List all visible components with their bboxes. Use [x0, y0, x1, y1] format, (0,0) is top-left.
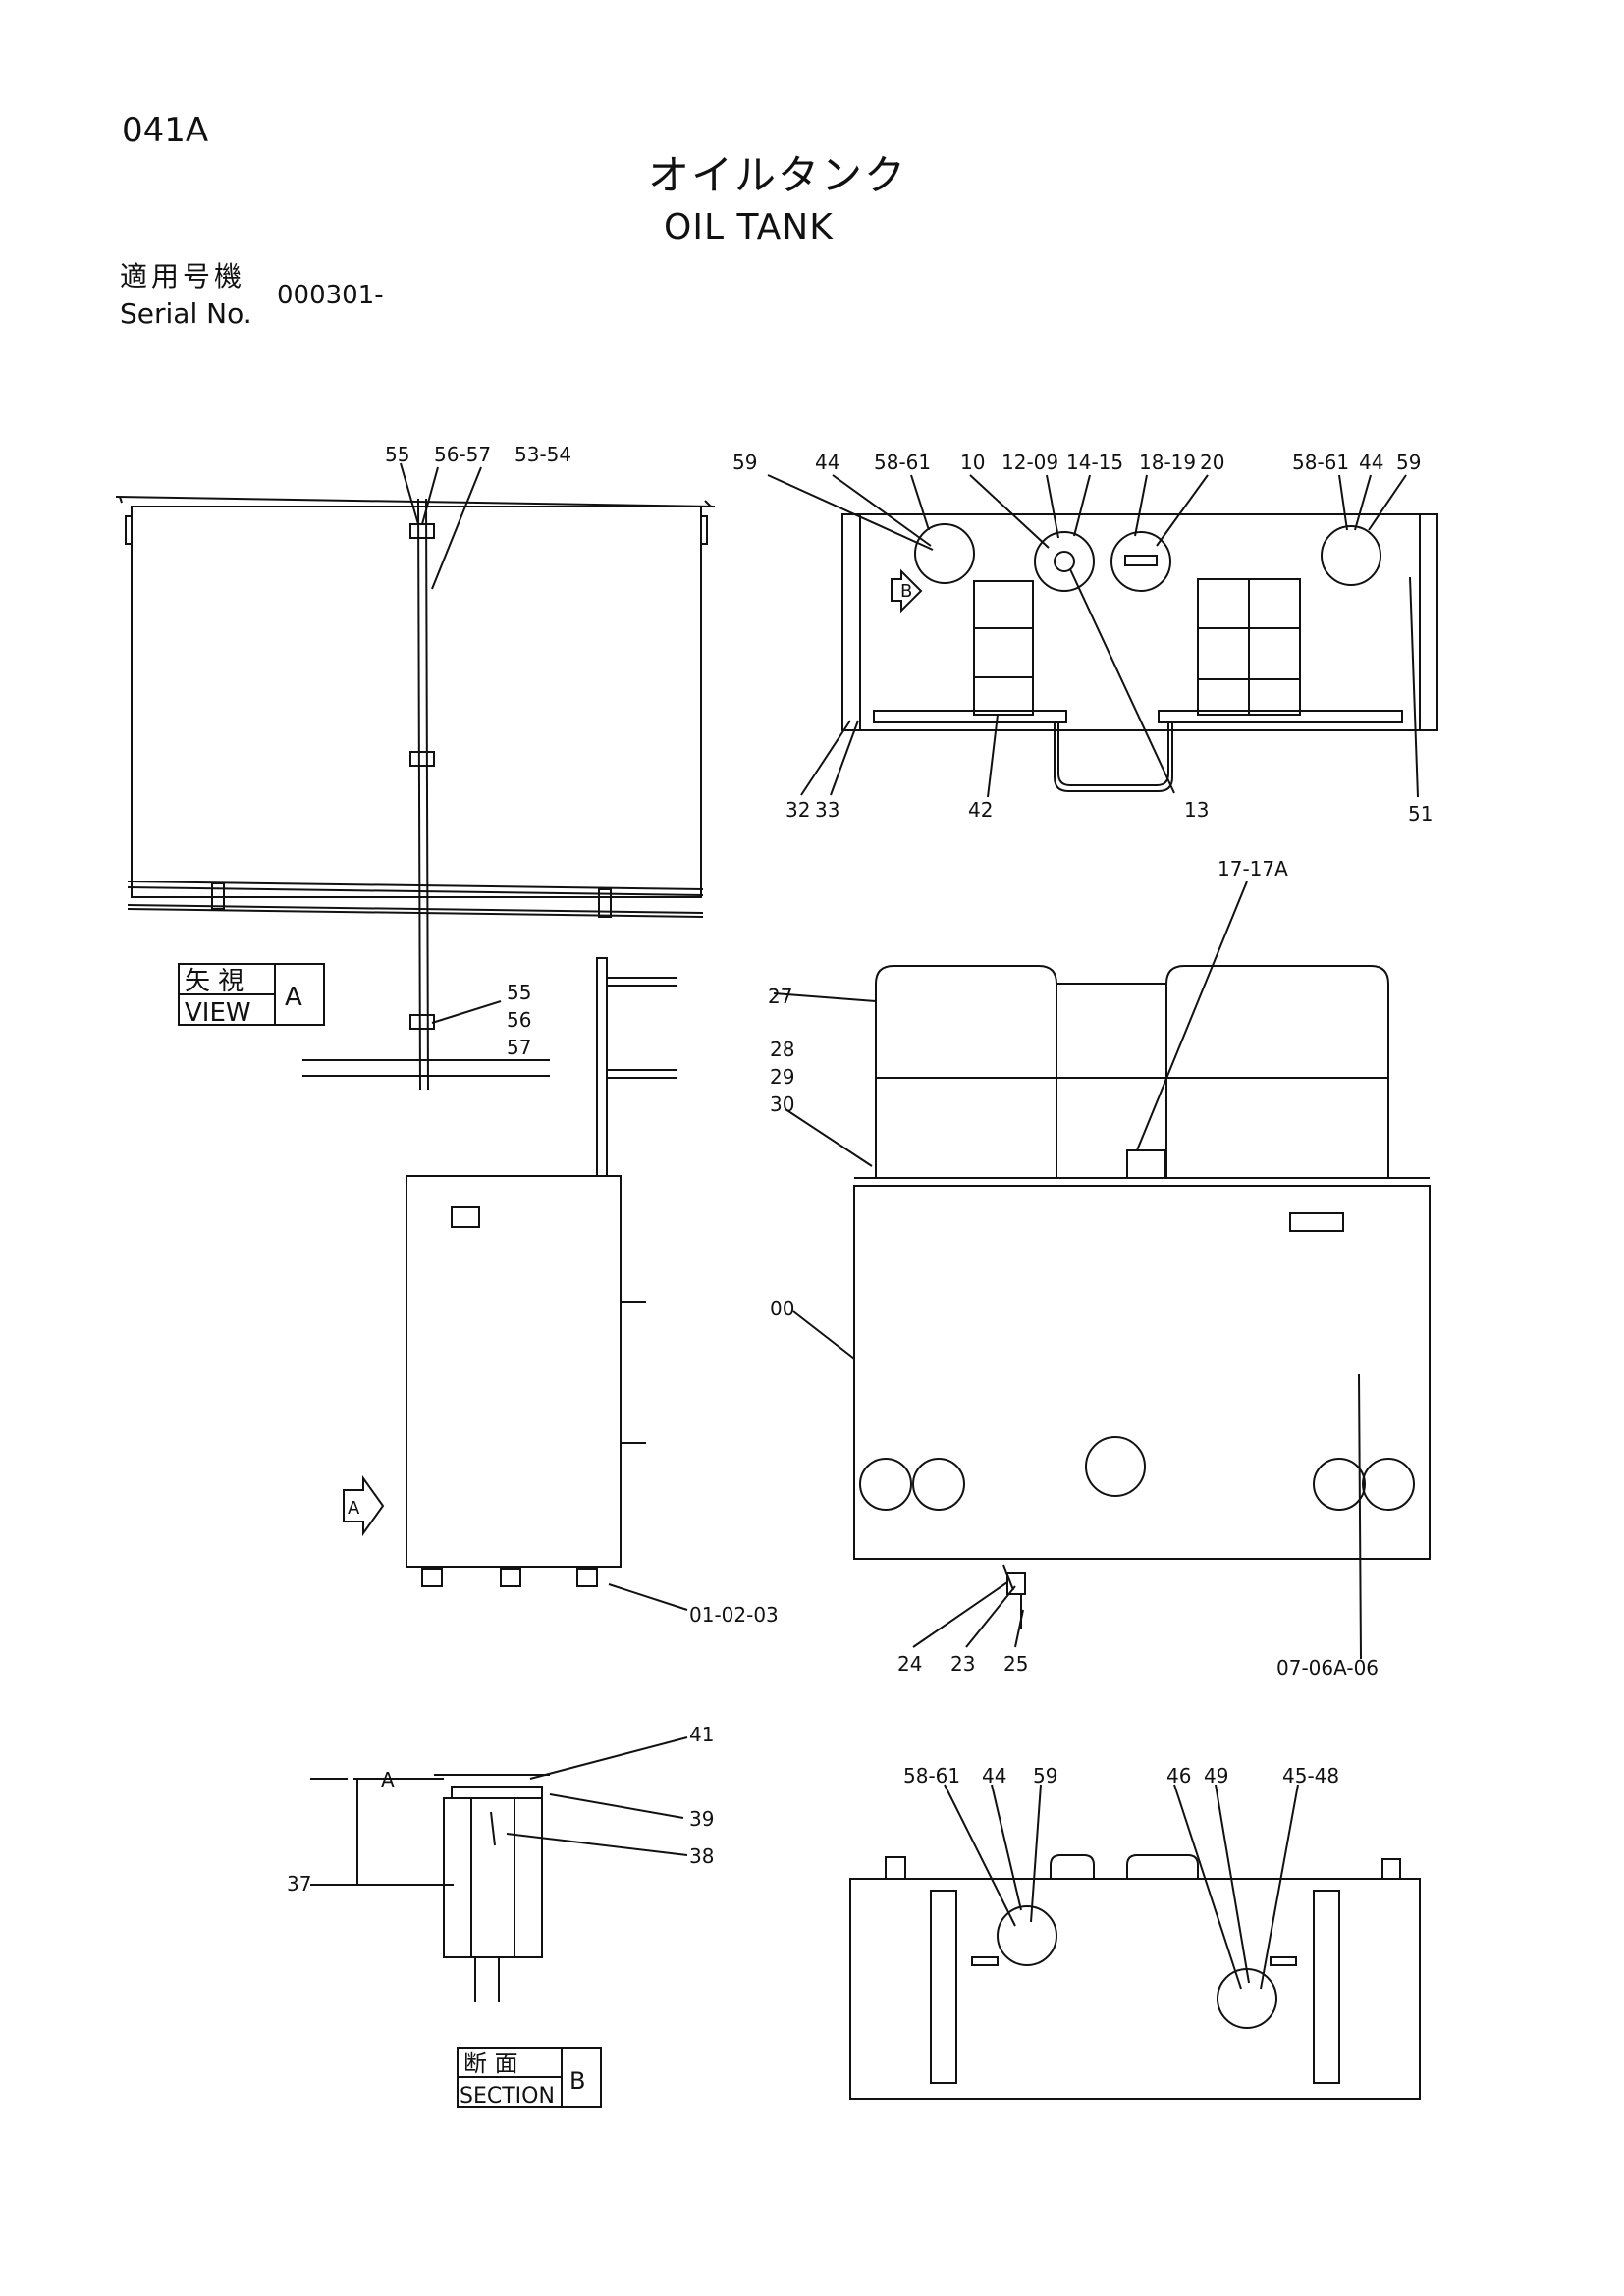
- callout-00: 00: [770, 1297, 794, 1320]
- view-a-callouts: 55 56-57 53-54 55 56 57: [385, 443, 571, 1059]
- section-b-label-japanese: 断 面: [463, 2050, 518, 2077]
- callout-41: 41: [689, 1723, 714, 1746]
- tank-side-view: [343, 957, 688, 1611]
- view-a-label-box: 矢 視 VIEW A: [178, 963, 325, 1028]
- section-b-callouts: 41 39 38 37 A: [287, 1723, 714, 1896]
- callout-13: 13: [1184, 798, 1209, 822]
- callout-33: 33: [815, 798, 839, 822]
- section-b-label-box: 断 面 SECTION B: [457, 2047, 602, 2109]
- callout-59: 59: [732, 451, 757, 474]
- title-japanese: オイルタンク: [648, 151, 908, 199]
- section-b-drawing: [310, 1736, 688, 2002]
- section-mark-a: A: [381, 1768, 395, 1791]
- serial-label-japanese: 適用号機: [120, 260, 246, 293]
- callout-29: 29: [770, 1065, 794, 1089]
- callout-23: 23: [950, 1652, 975, 1676]
- callout-53-54: 53-54: [514, 443, 571, 466]
- tank-bottom-view: [849, 1784, 1421, 2100]
- top-view-callouts: 59 44 58-61 10 12-09 14-15 18-19 20 58-6…: [732, 451, 1433, 826]
- callout-46: 46: [1166, 1764, 1191, 1788]
- callout-10: 10: [960, 451, 985, 474]
- callout-39: 39: [689, 1807, 714, 1831]
- bottom-view-callouts: 58-61 44 59 46 49 45-48: [903, 1764, 1339, 1788]
- view-a-label-letter: A: [285, 983, 302, 1012]
- callout-58-61-bottom: 58-61: [903, 1764, 960, 1788]
- callout-07-06a-06: 07-06A-06: [1276, 1656, 1379, 1680]
- callout-25: 25: [1003, 1652, 1028, 1676]
- callout-57-lower: 57: [507, 1036, 531, 1059]
- callout-42: 42: [968, 798, 993, 822]
- serial-label-english: Serial No.: [120, 297, 252, 330]
- callout-28: 28: [770, 1038, 794, 1061]
- callout-01-02-03: 01-02-03: [689, 1603, 779, 1627]
- view-a-label-japanese: 矢 視: [185, 967, 244, 996]
- callout-44-right: 44: [1359, 451, 1383, 474]
- sheet-code: 041A: [122, 111, 209, 150]
- callout-12-09: 12-09: [1001, 451, 1058, 474]
- tank-front-view: [773, 881, 1431, 1660]
- callout-32: 32: [785, 798, 810, 822]
- callout-59-bottom: 59: [1033, 1764, 1057, 1788]
- callout-56-lower: 56: [507, 1008, 531, 1032]
- callout-44: 44: [815, 451, 839, 474]
- callout-55-lower: 55: [507, 981, 531, 1004]
- front-view-callouts: 17-17A 27 28 29 30 00 24 23 25 07-06A-06: [768, 857, 1379, 1680]
- callout-38: 38: [689, 1844, 714, 1868]
- arrow-b-label: B: [900, 581, 912, 602]
- callout-18-19: 18-19: [1139, 451, 1196, 474]
- view-a-drawing: [115, 462, 716, 1091]
- title-english: OIL TANK: [664, 207, 834, 247]
- view-a-label-english: VIEW: [185, 998, 251, 1028]
- callout-59-right: 59: [1396, 451, 1421, 474]
- callout-14-15: 14-15: [1066, 451, 1123, 474]
- serial-number-value: 000301-: [277, 281, 384, 310]
- section-b-label-letter: B: [569, 2067, 585, 2095]
- callout-49: 49: [1204, 1764, 1228, 1788]
- callout-58-61-right: 58-61: [1292, 451, 1349, 474]
- callout-17-17a: 17-17A: [1218, 857, 1288, 881]
- callout-55: 55: [385, 443, 409, 466]
- callout-58-61: 58-61: [874, 451, 931, 474]
- callout-20: 20: [1200, 451, 1224, 474]
- callout-45-48: 45-48: [1282, 1764, 1339, 1788]
- callout-56-57: 56-57: [434, 443, 491, 466]
- tank-top-view: [767, 474, 1438, 798]
- arrow-a-label: A: [348, 1498, 360, 1519]
- callout-30: 30: [770, 1093, 794, 1116]
- section-b-label-english: SECTION: [460, 2084, 555, 2109]
- callout-51: 51: [1408, 802, 1433, 826]
- callout-27: 27: [768, 985, 792, 1008]
- callout-37: 37: [287, 1872, 311, 1896]
- side-view-callouts: 01-02-03 A: [348, 1498, 779, 1627]
- callout-24: 24: [897, 1652, 922, 1676]
- callout-44-bottom: 44: [982, 1764, 1006, 1788]
